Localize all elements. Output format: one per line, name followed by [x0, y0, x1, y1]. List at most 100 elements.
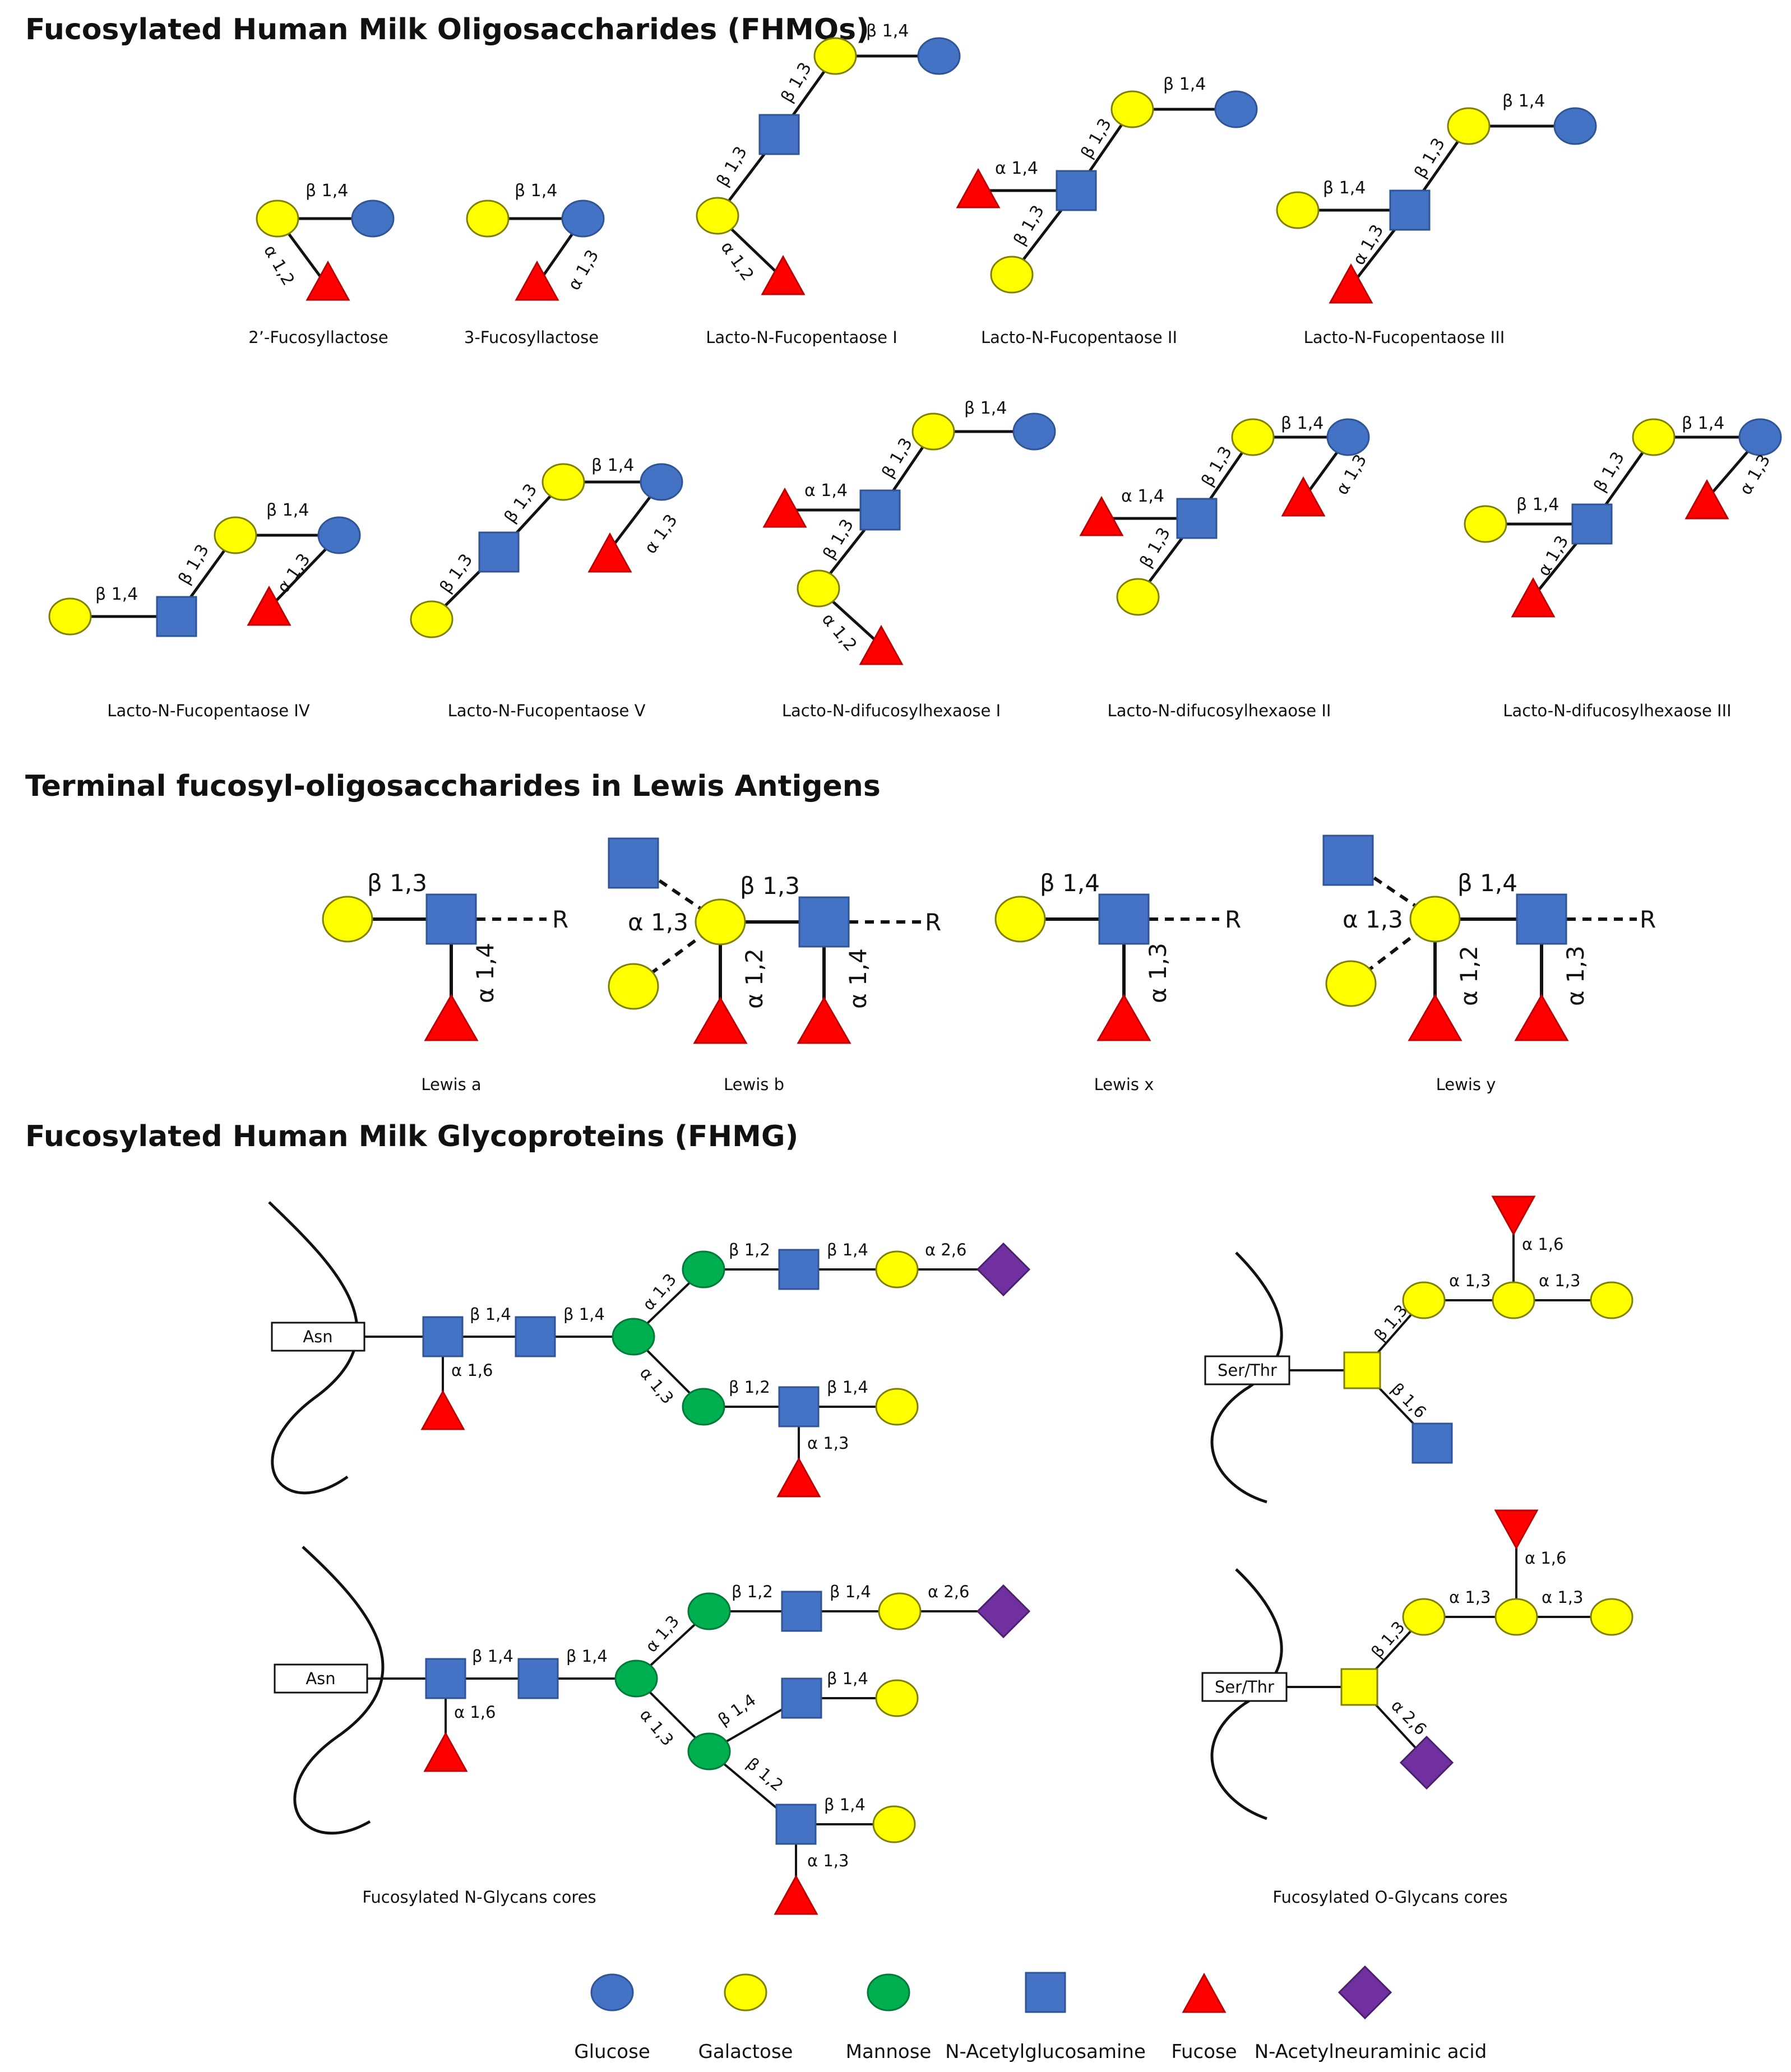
glycan-lnfp-ii: β 1,4 β 1,3 α 1,4 β 1,3 Lacto-N-Fucopent…	[956, 75, 1258, 347]
glcnac-icon	[1411, 1422, 1453, 1464]
glcnac-icon	[1571, 503, 1613, 545]
linkage-label: β 1,4	[1457, 869, 1517, 897]
glcnac-icon	[517, 1658, 559, 1699]
linkage-label: α 1,3	[564, 247, 603, 294]
linkage-label: β 1,3	[740, 872, 800, 900]
linkage-label: β 1,4	[306, 181, 348, 201]
linkage-label: β 1,4	[830, 1582, 871, 1601]
lewis-a: β 1,3 R α 1,4 Lewis a	[322, 869, 568, 1094]
glucose-icon	[1326, 418, 1370, 456]
linkage-label: α 1,6	[1525, 1549, 1566, 1568]
glycan-lnfp-iv: β 1,4 β 1,3 β 1,4 α 1,3 Lacto-N-Fucopent…	[48, 500, 361, 720]
caption-n-glycans: Fucosylated N-Glycans cores	[362, 1888, 596, 1907]
linkage-label: β 1,3	[778, 59, 816, 106]
galactose-icon	[1494, 1598, 1538, 1636]
galactose-icon	[542, 463, 585, 501]
glucose-icon	[1553, 107, 1597, 145]
glcnac-icon	[778, 1386, 820, 1427]
fucose-icon	[1492, 1195, 1535, 1235]
glcnac-icon	[781, 1591, 822, 1632]
galactose-icon	[1590, 1281, 1633, 1319]
linkage-label: α 1,3	[636, 1364, 678, 1408]
glucose-icon	[1012, 412, 1056, 451]
glcnac-icon	[156, 596, 197, 637]
linkage-label: α 1,2	[818, 610, 860, 656]
glucose-icon	[917, 37, 961, 75]
lewis-x: β 1,4 R α 1,3 Lewis x	[994, 869, 1241, 1094]
fucose-icon	[761, 256, 805, 295]
legend-item-fucose: Fucose	[1171, 1973, 1237, 2063]
linkage-label: α 1,3	[636, 1705, 678, 1750]
linkage-label: α 1,4	[804, 481, 848, 500]
neu5ac-icon	[1338, 1966, 1392, 2019]
linkage-label: α 1,2	[741, 948, 768, 1009]
fucose-icon	[1494, 1509, 1538, 1549]
legend-item-galactose: Galactose	[698, 1973, 793, 2063]
asn-label: Asn	[306, 1669, 335, 1688]
neu5ac-icon	[1400, 1736, 1454, 1790]
galactose-icon	[214, 516, 257, 554]
glcnac-icon	[778, 1249, 820, 1290]
linkage-label: β 1,4	[470, 1305, 511, 1324]
glcnac-icon	[478, 531, 520, 573]
fucose-icon	[777, 1458, 821, 1498]
galactose-icon	[1231, 418, 1275, 456]
glcnac-icon	[1098, 893, 1150, 945]
galnac-icon	[1343, 1351, 1381, 1389]
linkage-label: α 2,6	[928, 1582, 969, 1601]
caption-lewis-a: Lewis a	[421, 1075, 481, 1094]
linkage-label: β 1,4	[95, 585, 138, 604]
asn-label: Asn	[303, 1327, 332, 1346]
linkage-label: β 1,4	[715, 1690, 760, 1730]
o-glycan-core-1: Ser/Thr β 1,3 α 1,3 α 1,3 α 1,6 β 1,6	[1204, 1195, 1633, 1504]
galactose-icon	[696, 197, 739, 235]
glycan-lnfp-i: β 1,4 β 1,3 β 1,3 α 1,2 Lacto-N-Fucopent…	[696, 21, 961, 347]
linkage-label: β 1,4	[827, 1669, 868, 1688]
linkage-label: α 1,3	[1144, 943, 1172, 1003]
lewis-b: β 1,3 α 1,3 R α 1,2 α 1,4 Lewis b	[608, 837, 941, 1094]
galactose-icon	[322, 896, 373, 943]
linkage-label: β 1,4	[515, 181, 557, 201]
glcnac-icon	[1516, 893, 1567, 945]
mannose-icon	[614, 1660, 658, 1698]
caption-lnfp4: Lacto-N-Fucopentaose IV	[107, 701, 310, 720]
fucose-icon	[956, 169, 1000, 208]
linkage-label: α 1,4	[1121, 486, 1164, 506]
galactose-icon	[797, 569, 840, 608]
linkage-label: β 1,4	[566, 1647, 608, 1666]
caption-lnfp5: Lacto-N-Fucopentaose V	[448, 701, 646, 720]
linkage-label: β 1,3	[175, 541, 214, 588]
linkage-label: α 1,3	[807, 1851, 849, 1870]
ser-thr-box	[1201, 1672, 1288, 1702]
lewis-y: β 1,4 α 1,3 R α 1,2 α 1,3 Lewis y	[1322, 835, 1656, 1094]
glycan-lnfp-iii: β 1,4 β 1,3 β 1,4 α 1,3 Lacto-N-Fucopent…	[1276, 91, 1597, 347]
linkage-label: β 1,3	[1136, 524, 1175, 571]
ser-thr-label: Ser/Thr	[1218, 1361, 1277, 1380]
fucose-icon	[1685, 480, 1729, 520]
n-glycan-core-2: Asn β 1,4 β 1,4 α 1,6 α 1,3 α 1,3 β 1,2 …	[274, 1546, 1030, 1915]
linkage-label: α 1,3	[638, 1270, 680, 1314]
caption-lndfh1: Lacto-N-difucosylhexaose I	[782, 701, 1001, 720]
caption-lnfp1: Lacto-N-Fucopentaose I	[706, 328, 897, 347]
glcnac-icon	[1025, 1972, 1066, 2013]
legend-label: Fucose	[1171, 2041, 1237, 2063]
galactose-icon	[1590, 1598, 1633, 1636]
lewis-section-title: Terminal fucosyl-oligosaccharides in Lew…	[25, 770, 881, 803]
linkage-label: α 1,3	[1449, 1271, 1491, 1290]
fucose-icon	[1515, 994, 1568, 1041]
galactose-icon	[1110, 90, 1154, 128]
linkage-label: α 1,4	[471, 943, 499, 1003]
linkage-label: β 1,3	[501, 480, 541, 527]
galactose-icon	[1276, 191, 1320, 229]
glcnac-icon	[781, 1677, 822, 1719]
galactose-icon	[1325, 960, 1377, 1007]
fucose-icon	[1182, 1973, 1226, 2013]
glcnac-icon	[608, 837, 659, 889]
galactose-icon	[990, 256, 1034, 294]
glucose-icon	[1214, 90, 1258, 128]
caption-lewis-x: Lewis x	[1094, 1075, 1154, 1094]
galactose-icon	[875, 1388, 919, 1426]
glycan-lndfh-i: β 1,4 β 1,3 α 1,4 β 1,3 α 1,2 Lacto-N-di…	[763, 398, 1056, 720]
glcnac-icon	[515, 1316, 556, 1357]
linkage-label: β 1,3	[820, 516, 858, 563]
